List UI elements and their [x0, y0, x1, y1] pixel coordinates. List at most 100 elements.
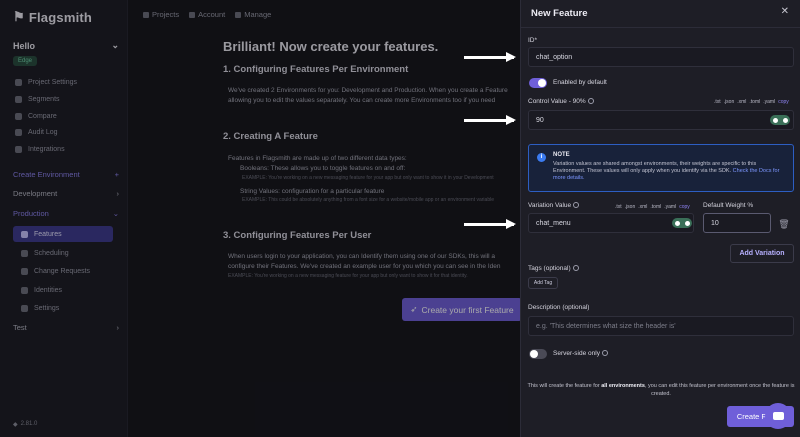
description-label: Description (optional) — [528, 304, 590, 311]
env-production[interactable]: Production ⌄ — [13, 209, 119, 218]
chevron-down-icon: ⌄ — [111, 40, 119, 50]
nav-label: Projects — [152, 10, 180, 19]
add-tag-button[interactable]: Add Tag — [528, 277, 558, 289]
enabled-toggle[interactable] — [529, 78, 547, 88]
copy-button[interactable]: copy — [679, 204, 690, 210]
chevron-right-icon: › — [116, 189, 120, 198]
sidebar-item-identities[interactable]: Identities — [13, 282, 113, 298]
sidebar-item-change-requests[interactable]: Change Requests — [13, 263, 113, 279]
project-selector[interactable]: Hello ⌄ — [13, 40, 119, 51]
close-icon[interactable]: ✕ — [780, 6, 789, 17]
sidebar-item-settings[interactable]: Settings — [13, 300, 113, 316]
add-variation-button[interactable]: Add Variation — [730, 244, 794, 263]
format-xml[interactable]: .xml — [638, 204, 648, 210]
format-toml[interactable]: .toml — [650, 204, 662, 210]
nav-projects[interactable]: Projects — [143, 10, 179, 19]
trash-icon[interactable]: 🗑 — [778, 218, 790, 229]
code-editor-toggle[interactable] — [770, 115, 790, 125]
section-3-heading: 3. Configuring Features Per User — [223, 230, 372, 241]
info-icon[interactable] — [572, 265, 579, 272]
brand-name: Flagsmith — [28, 9, 93, 25]
rocket-icon: ➶ — [410, 304, 418, 314]
brand-logo[interactable]: ⚑ Flagsmith — [13, 9, 92, 25]
enabled-label: Enabled by default — [553, 79, 607, 86]
gear-icon — [21, 304, 28, 312]
nav-account[interactable]: Account — [189, 10, 225, 19]
section-2-text: Features in Flagsmith are made up of two… — [228, 155, 407, 162]
info-icon[interactable] — [587, 98, 594, 105]
create-first-feature-button[interactable]: ➶ Create your first Feature — [402, 298, 522, 321]
list-icon — [15, 129, 22, 136]
env-test[interactable]: Test › — [13, 323, 119, 332]
note-body: Variation values are shared amongst envi… — [553, 161, 789, 182]
tags-label: Tags (optional) — [528, 265, 579, 272]
pie-icon — [15, 96, 22, 103]
variation-note: i NOTE Variation values are shared among… — [528, 144, 794, 192]
tag-icon: ◆ — [13, 422, 18, 428]
server-side-label: Server-side only — [553, 350, 608, 357]
control-value-input[interactable]: 90 — [528, 110, 794, 130]
sidebar-item-audit-log[interactable]: Audit Log — [15, 129, 58, 136]
sidebar-item-scheduling[interactable]: Scheduling — [13, 245, 113, 261]
clock-icon — [21, 249, 28, 257]
server-side-toggle[interactable] — [529, 349, 547, 359]
sidebar-item-label: Change Requests — [34, 267, 91, 275]
section-2-bullet-booleans: Booleans: These allows you to toggle fea… — [240, 165, 406, 172]
sidebar-item-compare[interactable]: Compare — [15, 113, 57, 120]
docs-link[interactable]: Check the Docs for more details. — [553, 168, 780, 181]
format-yaml[interactable]: .yaml — [763, 99, 776, 105]
info-icon[interactable] — [573, 202, 580, 209]
tags-text: Tags (optional) — [528, 265, 571, 272]
sidebar-item-integrations[interactable]: Integrations — [15, 146, 65, 153]
default-weight-input[interactable]: 10 — [703, 213, 771, 233]
env-label: Test — [13, 323, 27, 332]
git-icon — [21, 267, 28, 275]
sidebar-item-segments[interactable]: Segments — [15, 96, 60, 103]
sidebar-item-label: Settings — [34, 304, 60, 312]
footer-bold: all environments — [601, 383, 645, 389]
chat-widget-button[interactable] — [765, 403, 791, 429]
annotation-arrow — [464, 219, 516, 229]
create-environment-link[interactable]: Create Environment + — [13, 170, 119, 179]
sidebar-item-label: Audit Log — [28, 129, 58, 136]
section-2-heading: 2. Creating A Feature — [223, 131, 318, 142]
format-json[interactable]: .json — [624, 204, 636, 210]
format-yaml[interactable]: .yaml — [664, 204, 677, 210]
section-2-example-booleans: EXAMPLE: You're working on a new messagi… — [242, 175, 494, 181]
variation-value-input[interactable]: chat_menu — [528, 213, 694, 233]
format-xml[interactable]: .xml — [737, 99, 747, 105]
panel-divider — [521, 27, 800, 28]
sidebar-item-label: Compare — [28, 113, 57, 120]
info-icon[interactable] — [601, 350, 608, 357]
nav-manage[interactable]: Manage — [235, 10, 271, 19]
id-input[interactable]: chat_option — [528, 47, 794, 67]
create-environment-label: Create Environment — [13, 170, 80, 179]
sidebar-item-label: Identities — [34, 286, 63, 294]
sidebar-item-features[interactable]: Features — [13, 226, 113, 242]
panel-title: New Feature — [531, 8, 588, 19]
toggle-knob — [538, 79, 546, 87]
gear-icon — [15, 79, 22, 86]
format-txt[interactable]: .txt — [615, 204, 622, 210]
note-title: NOTE — [553, 152, 570, 158]
version-label: ◆ 2.81.0 — [13, 421, 37, 428]
description-input[interactable]: e.g. 'This determines what size the head… — [528, 316, 794, 336]
section-3-example: EXAMPLE: You're working on a new messagi… — [228, 273, 468, 279]
section-1-text-1: We've created 2 Environments for you: De… — [228, 87, 508, 94]
server-side-text: Server-side only — [553, 350, 600, 357]
env-label: Production — [13, 209, 49, 218]
format-txt[interactable]: .txt — [714, 99, 721, 105]
note-text: Variation values are shared amongst envi… — [553, 161, 757, 174]
env-development[interactable]: Development › — [13, 189, 119, 198]
code-editor-toggle[interactable] — [672, 218, 692, 228]
default-weight-label: Default Weight % — [703, 202, 754, 209]
format-json[interactable]: .json — [723, 99, 735, 105]
annotation-arrow — [464, 115, 516, 125]
control-value-text: Control Value - 90% — [528, 98, 586, 105]
project-name: Hello — [13, 40, 36, 51]
sidebar-item-project-settings[interactable]: Project Settings — [15, 79, 77, 86]
copy-button[interactable]: copy — [778, 99, 789, 105]
format-toml[interactable]: .toml — [749, 99, 761, 105]
sidebar-item-label: Integrations — [28, 146, 65, 153]
